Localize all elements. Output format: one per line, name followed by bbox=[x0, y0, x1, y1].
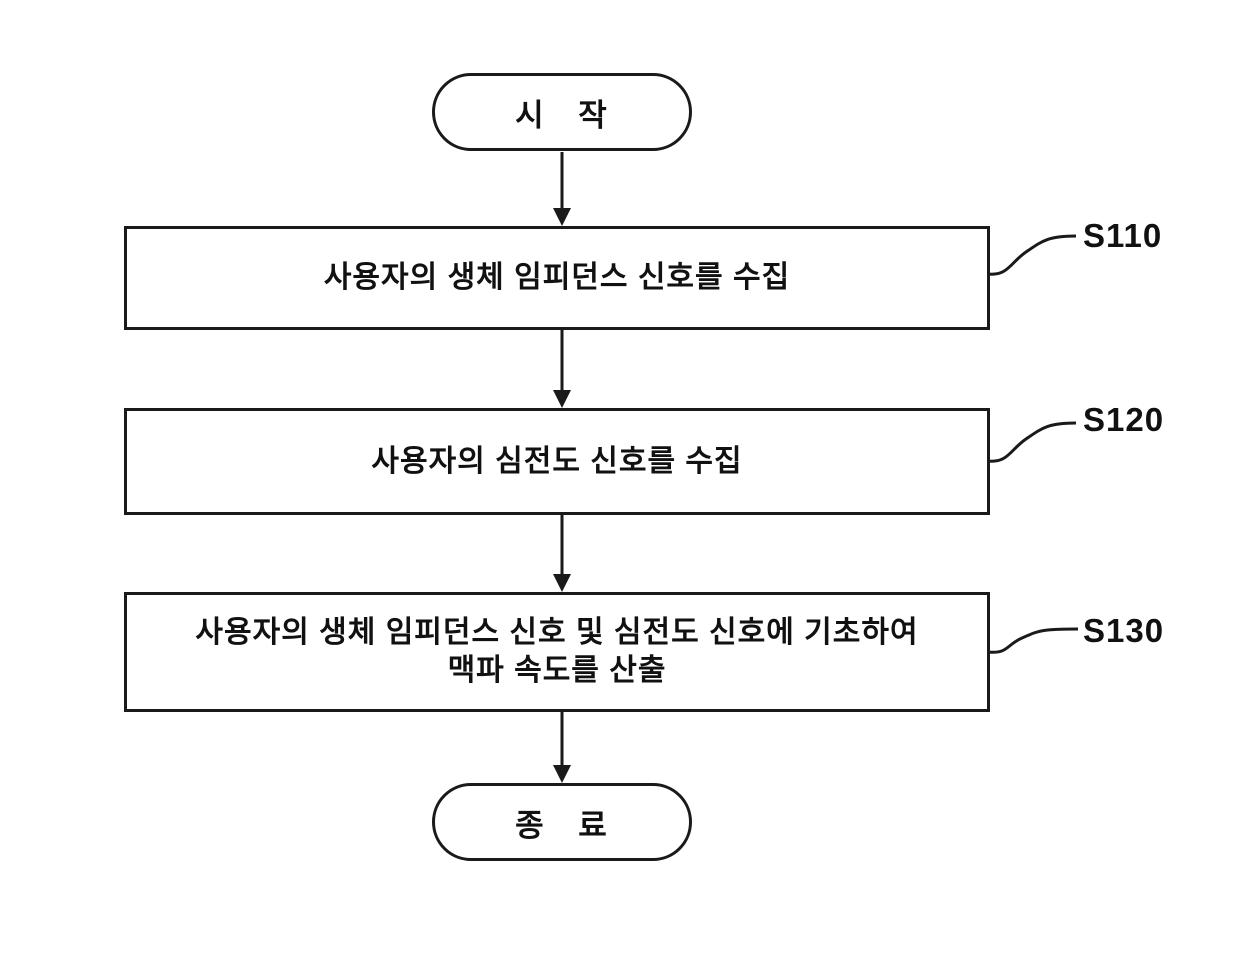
leader-line-s120 bbox=[987, 421, 1077, 463]
leader-line-s130 bbox=[987, 627, 1079, 654]
step-label-s130: S130 bbox=[1083, 612, 1165, 649]
process-box-s130-text-line2: 맥파 속도를 산출 bbox=[447, 654, 667, 687]
arrow-s110-to-s120 bbox=[553, 330, 571, 408]
arrow-s130-to-end bbox=[553, 712, 571, 783]
end-terminal-label: 종 료 bbox=[515, 807, 609, 843]
process-box-s110: 사용자의 생체 임피던스 신호를 수집 bbox=[124, 226, 990, 330]
step-label-s110: S110 bbox=[1083, 217, 1163, 254]
process-box-s130: 사용자의 생체 임피던스 신호 및 심전도 신호에 기초하여 맥파 속도를 산출 bbox=[124, 592, 990, 712]
leader-line-s110 bbox=[987, 234, 1077, 276]
process-box-s130-text-line1: 사용자의 생체 임피던스 신호 및 심전도 신호에 기초하여 bbox=[195, 616, 919, 649]
arrow-start-to-s110 bbox=[553, 152, 571, 226]
start-terminal-label: 시 작 bbox=[515, 97, 609, 133]
arrow-s120-to-s130 bbox=[553, 515, 571, 592]
process-box-s120: 사용자의 심전도 신호를 수집 bbox=[124, 408, 990, 515]
step-label-s120: S120 bbox=[1083, 401, 1165, 438]
start-terminal: 시 작 bbox=[432, 73, 692, 151]
process-box-s110-text: 사용자의 생체 임피던스 신호를 수집 bbox=[323, 261, 791, 294]
end-terminal: 종 료 bbox=[432, 783, 692, 861]
process-box-s120-text: 사용자의 심전도 신호를 수집 bbox=[371, 444, 743, 478]
